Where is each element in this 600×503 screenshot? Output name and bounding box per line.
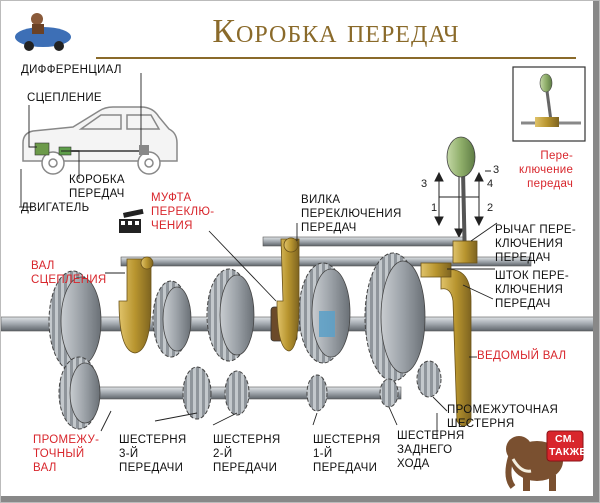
label-engine: ДВИГАТЕЛЬ	[21, 202, 90, 214]
label-shift-fork: ВИЛКА ПЕРЕКЛЮЧЕНИЯ ПЕРЕДАЧ	[301, 194, 402, 234]
label-gearbox: КОРОБКА ПЕРЕДАЧ	[69, 174, 125, 200]
label-shift-lever: РЫЧАГ ПЕРЕ- КЛЮЧЕНИЯ ПЕРЕДАЧ	[495, 224, 577, 264]
title-rule	[96, 57, 576, 59]
counter-gear-2	[224, 370, 250, 416]
label-reverse-gear: ШЕСТЕРНЯ ЗАДНЕГО ХОДА	[397, 430, 465, 470]
main-gear-3	[152, 280, 192, 358]
shift-lever-illustration	[446, 136, 478, 264]
label-shift-sleeve: МУФТА ПЕРЕКЛЮ- ЧЕНИЯ	[151, 192, 215, 232]
part-leader-lines	[100, 222, 498, 439]
car-driver-icon	[15, 13, 71, 51]
counter-gear-3	[182, 366, 212, 420]
car-leader-lines	[19, 73, 142, 208]
label-shift-inset: Пере- ключение передач	[519, 150, 574, 190]
label-driven-shaft: ВЕДОМЫЙ ВАЛ	[477, 350, 567, 362]
film-clip-icon	[119, 208, 144, 233]
label-gear-2: ШЕСТЕРНЯ 2-Й ПЕРЕДАЧИ	[213, 434, 281, 474]
clutch-shaft-gear	[48, 270, 102, 372]
car-outline-illustration	[22, 106, 178, 175]
idler-gear-illustration	[416, 360, 442, 398]
shift-number-1: 1	[431, 202, 438, 214]
label-shift-rod: ШТОК ПЕРЕ- КЛЮЧЕНИЯ ПЕРЕДАЧ	[495, 270, 569, 310]
shift-fork-front	[118, 256, 154, 354]
shift-fork-middle	[276, 237, 300, 352]
shift-inset-illustration	[512, 66, 586, 142]
main-gear-2	[206, 268, 255, 362]
shift-number-2: 2	[487, 202, 494, 214]
counter-gear-1	[306, 374, 328, 412]
label-idler-gear: ПРОМЕЖУТОЧНАЯ ШЕСТЕРНЯ	[447, 404, 559, 430]
label-differential: ДИФФЕРЕНЦИАЛ	[21, 64, 122, 76]
label-gear-1: ШЕСТЕРНЯ 1-Й ПЕРЕДАЧИ	[313, 434, 381, 474]
counter-gear-drive	[58, 356, 101, 430]
label-clutch: СЦЕПЛЕНИЕ	[27, 92, 102, 104]
shift-fork-rear	[420, 262, 472, 427]
shift-number-3: 3	[421, 178, 428, 190]
see-also-link[interactable]: СМ. ТАКЖЕ	[549, 433, 587, 458]
label-gear-3: ШЕСТЕРНЯ 3-Й ПЕРЕДАЧИ	[119, 434, 187, 474]
shift-number-3b: 3	[493, 164, 500, 176]
see-also-mammoth-icon	[505, 430, 584, 491]
label-clutch-shaft: ВАЛ СЦЕПЛЕНИЯ	[31, 260, 107, 286]
label-countershaft: ПРОМЕЖУ- ТОЧНЫЙ ВАЛ	[33, 434, 100, 474]
page-title: Коробка передач	[212, 13, 460, 50]
main-gear-reverse	[364, 252, 426, 382]
counter-gear-reverse	[379, 378, 399, 408]
shift-number-4: 4	[487, 178, 494, 190]
